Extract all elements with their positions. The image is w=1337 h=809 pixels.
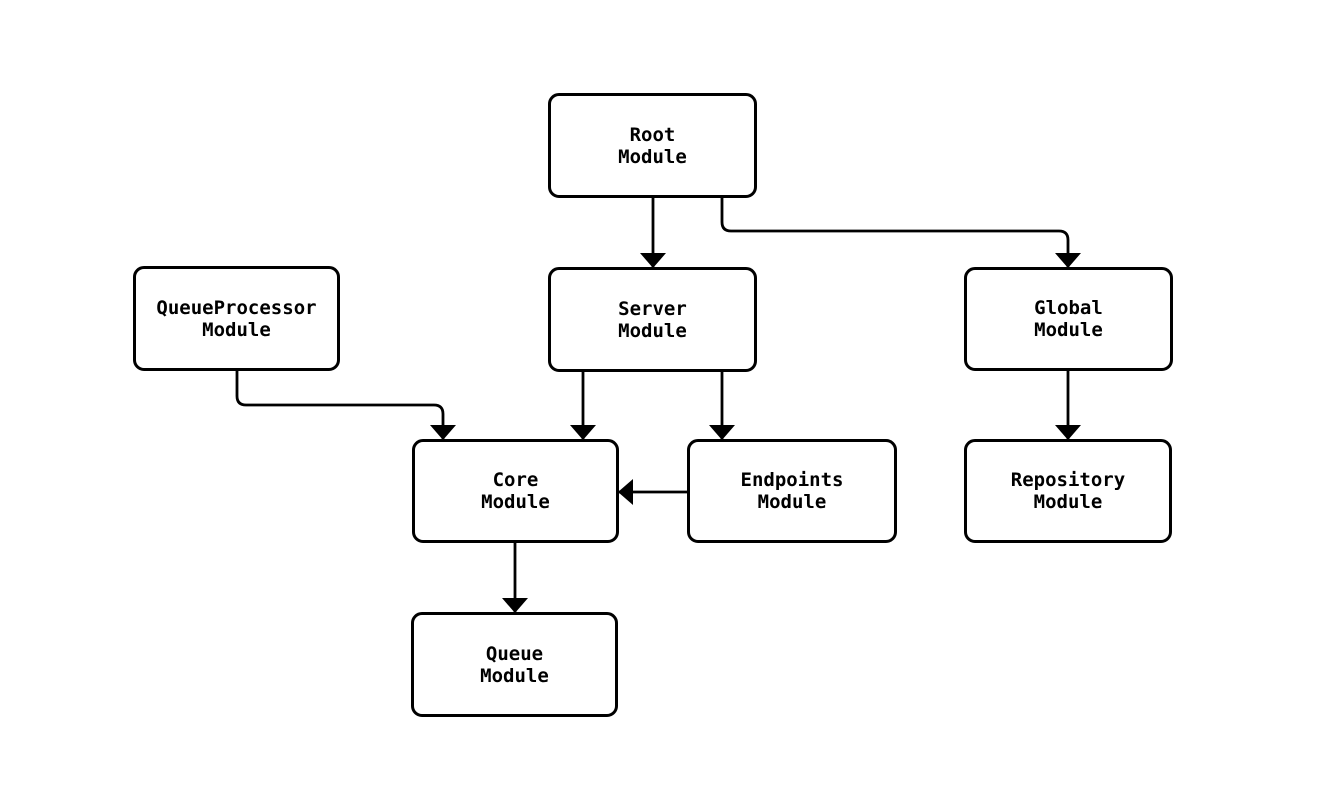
edge-queueprocessor-to-core <box>235 371 456 440</box>
node-queue-module: Queue Module <box>411 612 618 717</box>
node-repository-module: Repository Module <box>964 439 1172 543</box>
node-queueprocessor-module: QueueProcessor Module <box>133 266 340 371</box>
node-endpoints-module: Endpoints Module <box>687 439 897 543</box>
node-server-module: Server Module <box>548 267 757 372</box>
node-core-module: Core Module <box>412 439 619 543</box>
node-global-module: Global Module <box>964 267 1173 371</box>
edge-root-to-global <box>720 198 1081 268</box>
node-root-module: Root Module <box>548 93 757 198</box>
